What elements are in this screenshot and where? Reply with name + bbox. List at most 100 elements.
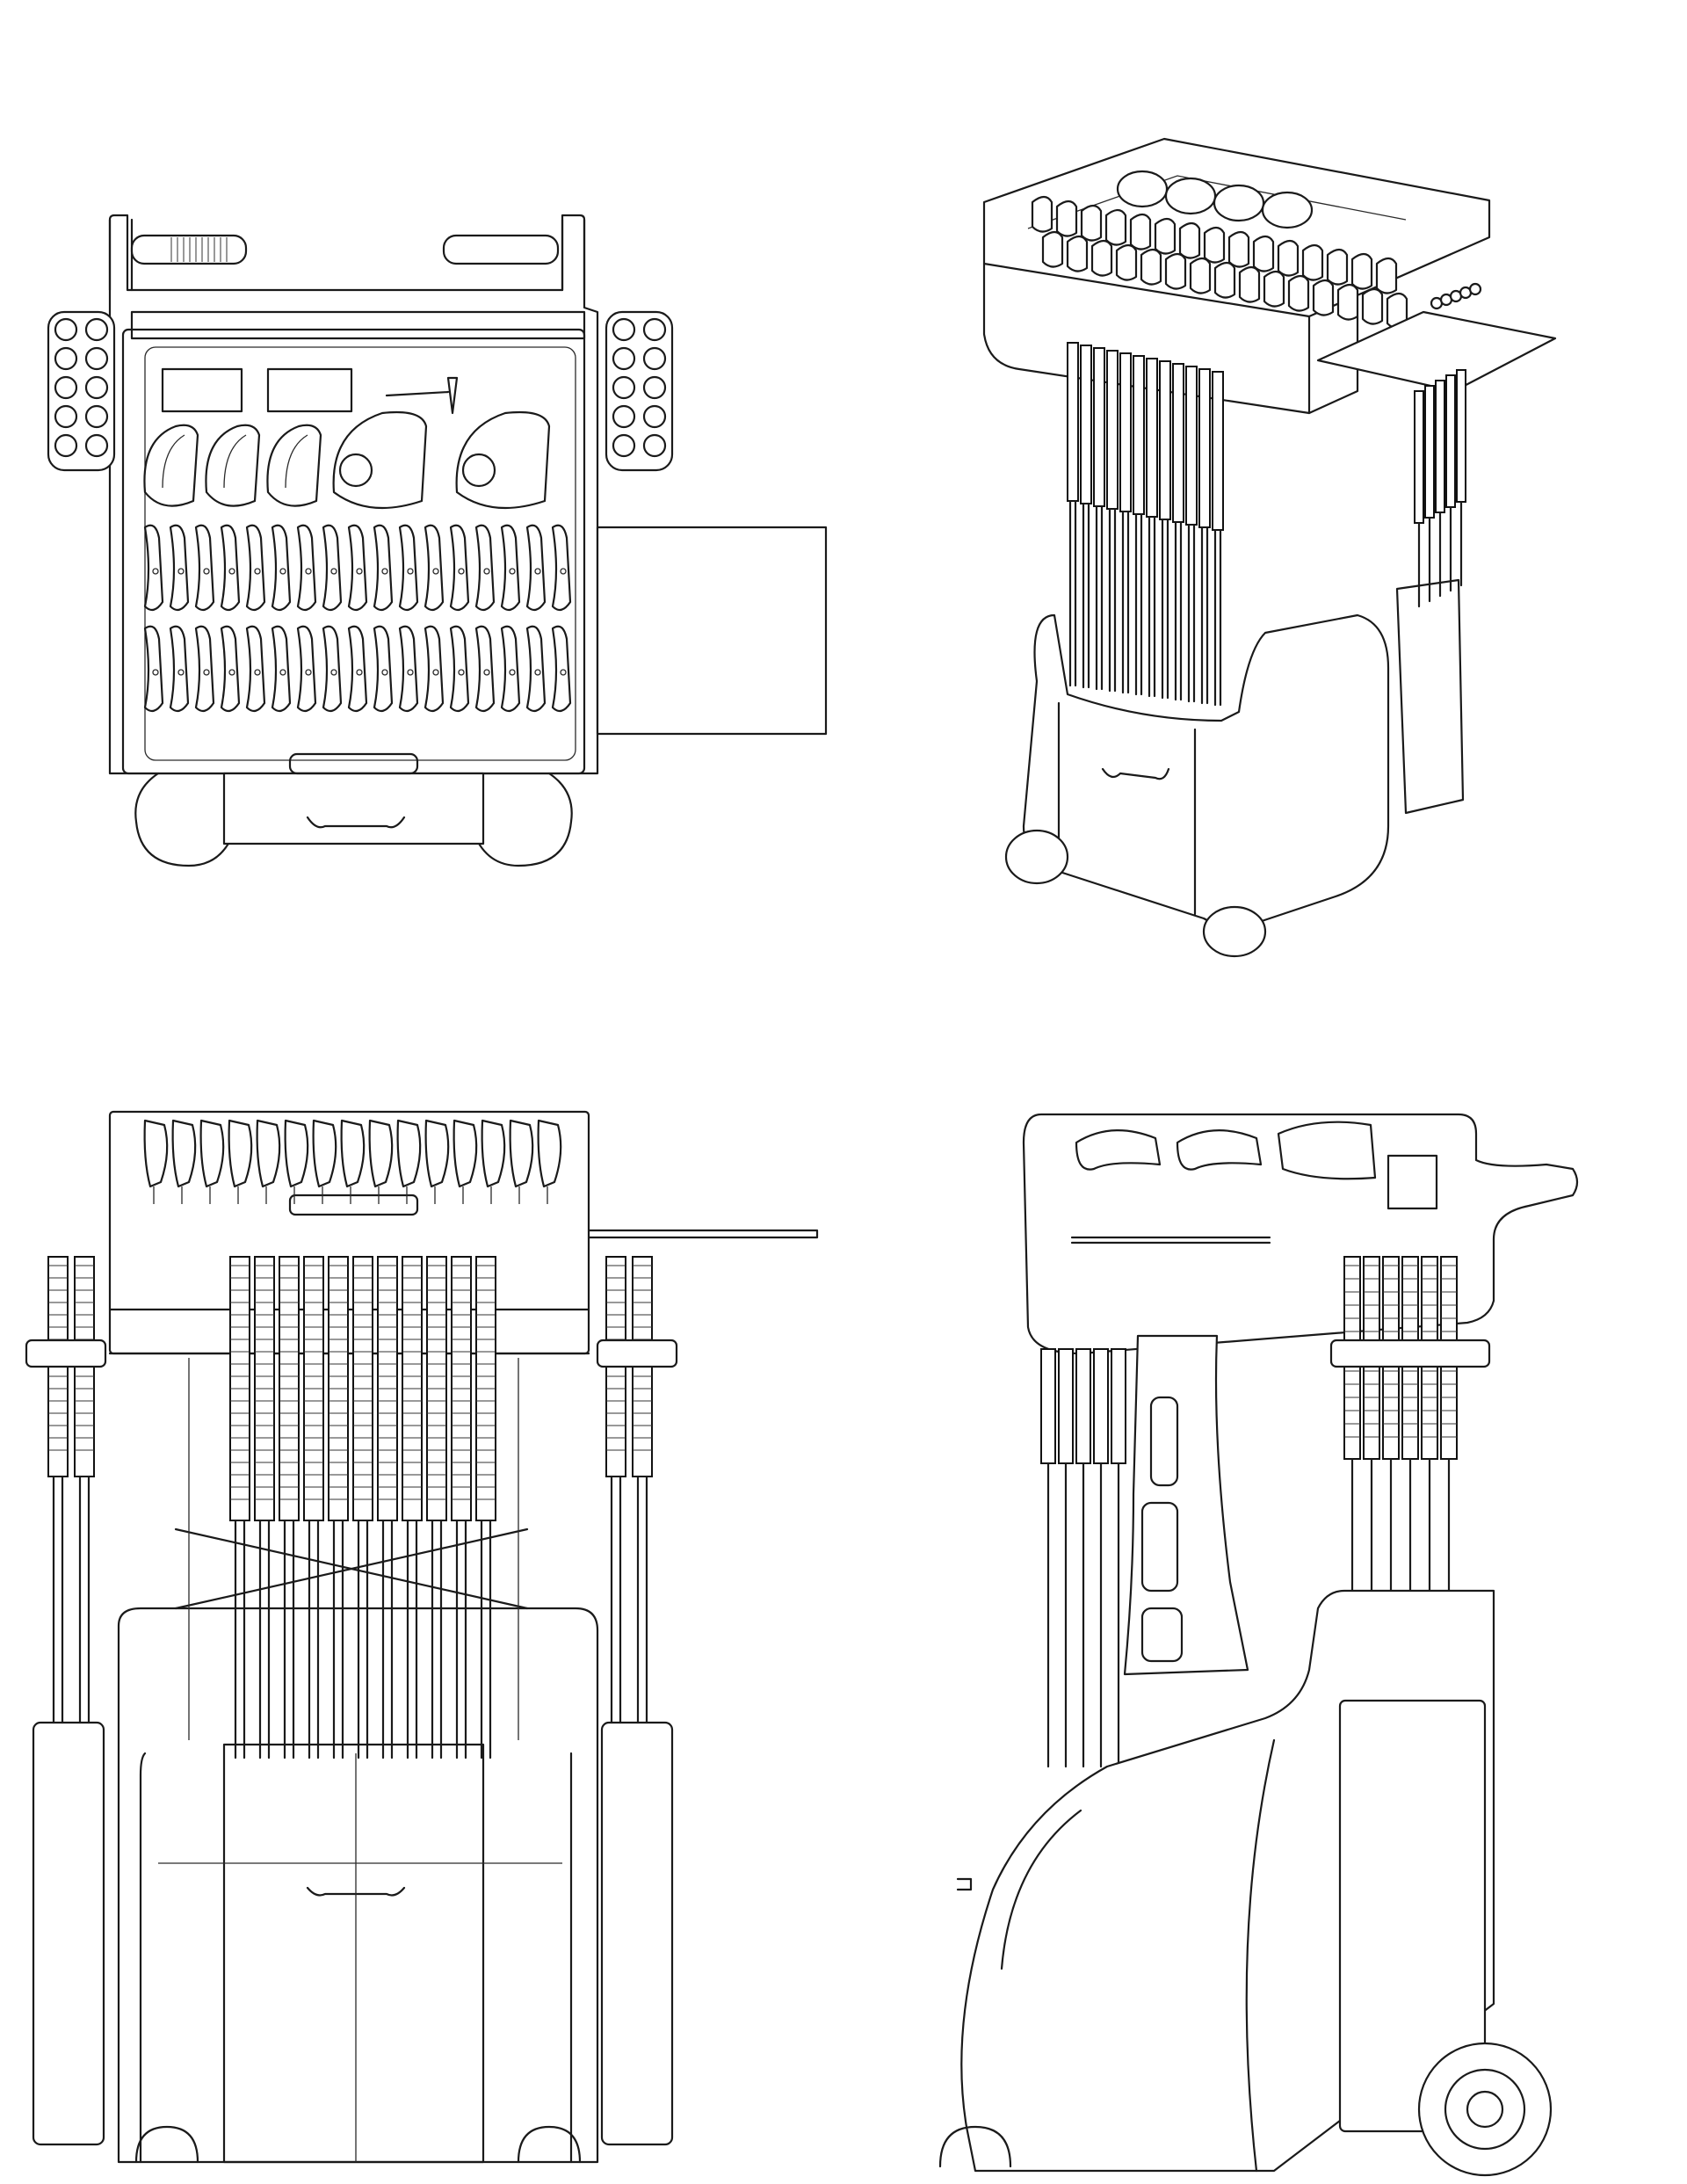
club-head-icon [551, 524, 572, 612]
grip-icon [1133, 355, 1145, 515]
club-head-icon [1227, 230, 1250, 268]
club-head-icon [1129, 213, 1152, 250]
club-head-icon [1140, 248, 1162, 286]
club-head-icon [1041, 230, 1064, 268]
club-head-icon [169, 524, 190, 612]
cup-holder [612, 433, 636, 458]
club-head-icon [266, 424, 322, 507]
grip-icon [1435, 380, 1445, 513]
club-head-icon [312, 1119, 337, 1188]
club-head-icon [1213, 261, 1236, 299]
club-head-icon [1075, 1129, 1162, 1171]
club-head-icon [271, 625, 292, 713]
club-head-icon [1031, 195, 1053, 233]
club-head-icon [220, 625, 241, 713]
club-head-icon [1080, 204, 1103, 242]
grip-icon [1111, 1348, 1126, 1464]
cup-holder [84, 433, 109, 458]
cup-holder [84, 404, 109, 429]
club-head-icon [373, 625, 394, 713]
club-head-icon [424, 625, 445, 713]
cup-holder [612, 346, 636, 371]
club-head-icon [1154, 217, 1177, 255]
grip-icon [1198, 368, 1211, 528]
club-head-icon [1312, 279, 1335, 316]
club-head-icon [194, 625, 215, 713]
club-head-icon [143, 625, 164, 713]
club-head-icon [1301, 243, 1324, 281]
grip-icon [1119, 352, 1132, 512]
cup-holder [642, 346, 667, 371]
club-head-icon [551, 625, 572, 713]
grip-icon [1080, 345, 1092, 504]
club-head-icon [1115, 243, 1138, 281]
club-head-icon [1375, 257, 1398, 294]
grip-icon [1106, 350, 1119, 510]
wheel-icon [1004, 829, 1069, 885]
club-head-icon [525, 625, 547, 713]
club-head-icon [1326, 248, 1349, 286]
cup-holder [642, 375, 667, 400]
club-head-icon [474, 524, 496, 612]
club-head-icon [347, 524, 368, 612]
cup-holder [612, 317, 636, 342]
cup-holder [612, 375, 636, 400]
club-head-icon [199, 1119, 225, 1188]
driver-head-icon [1261, 191, 1314, 229]
club-head-icon [453, 1119, 478, 1188]
club-head-icon [1176, 1129, 1263, 1171]
cup-holder [54, 346, 78, 371]
cup-holder [54, 433, 78, 458]
top-view [47, 214, 828, 867]
club-head-icon [396, 1119, 422, 1188]
club-head-icon [143, 524, 164, 612]
grip-icon [1159, 360, 1171, 520]
club-head-icon [368, 1119, 394, 1188]
club-head-icon [525, 524, 547, 612]
club-head-icon [1164, 252, 1187, 290]
club-head-icon [1178, 221, 1201, 259]
club-head-icon [537, 1119, 562, 1188]
club-head-icon [424, 524, 445, 612]
driver-head-icon [1213, 184, 1265, 222]
grip-icon [1172, 363, 1184, 523]
club-head-icon [271, 524, 292, 612]
club-head-icon [1287, 274, 1310, 312]
club-head-icon [398, 625, 419, 713]
grip-icon [1456, 369, 1466, 503]
cup-holder [642, 317, 667, 342]
club-head-icon [1336, 283, 1359, 321]
isometric-view [982, 137, 1557, 958]
club-head-icon [1361, 287, 1384, 325]
club-head-icon [1090, 239, 1113, 277]
club-head-icon [256, 1119, 281, 1188]
club-head-icon [347, 625, 368, 713]
club-head-icon [194, 524, 215, 612]
front-view [25, 1110, 819, 2164]
grip-icon [1093, 347, 1105, 507]
grip-icon [1212, 371, 1224, 531]
club-head-icon [1277, 239, 1300, 277]
club-head-icon [245, 625, 266, 713]
driver-head-icon [1116, 170, 1169, 208]
club-head-icon [220, 524, 241, 612]
club-head-icon [509, 1119, 534, 1188]
drawer [222, 772, 485, 845]
grip-icon [1185, 366, 1198, 526]
cup-holder [54, 317, 78, 342]
club-head-icon [1055, 200, 1078, 237]
club-head-icon [1104, 208, 1127, 246]
club-head-icon [228, 1119, 253, 1188]
grip-icon [1040, 1348, 1056, 1464]
club-head-icon [1066, 235, 1089, 272]
club-head-icon [205, 424, 261, 507]
club-head-icon [1350, 252, 1373, 290]
grip-icon [1058, 1348, 1074, 1464]
club-head-icon [143, 424, 199, 507]
club-head-icon [474, 625, 496, 713]
club-head-icon [373, 524, 394, 612]
grip-icon [1146, 358, 1158, 518]
club-head-icon [398, 524, 419, 612]
driver-head-icon [1277, 1121, 1377, 1180]
